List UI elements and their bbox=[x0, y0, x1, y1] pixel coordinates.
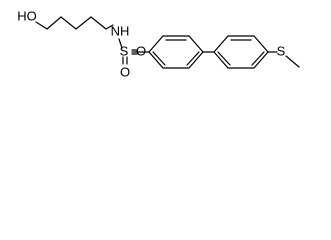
bond-c1-c2 bbox=[46, 16, 62, 30]
bond-c5-n bbox=[105, 24, 114, 30]
amine-label: NH bbox=[111, 23, 130, 38]
chemical-structure-canvas: HO NH S O O S bbox=[0, 0, 331, 100]
hydroxyl-label: HO bbox=[17, 8, 37, 23]
ring2-double-3 bbox=[217, 51, 231, 66]
sulfonyl-sulfur-label: S bbox=[120, 43, 129, 58]
molecule-diagram: HO NH S O O S bbox=[17, 8, 300, 79]
ring1-double-3 bbox=[152, 51, 166, 66]
bond-ho-c1 bbox=[35, 21, 48, 30]
bond-c4-c5 bbox=[90, 16, 107, 30]
bond-c3-c4 bbox=[75, 16, 92, 30]
bond-n-s bbox=[118, 38, 123, 49]
bond-c2-c3 bbox=[60, 16, 77, 30]
ring2-double-2 bbox=[251, 51, 265, 66]
benzene-ring-2 bbox=[213, 35, 269, 69]
thioether-sulfur-label: S bbox=[277, 43, 286, 58]
bond-s-methyl bbox=[285, 55, 300, 68]
sulfonyl-oxygen-top-label: O bbox=[136, 43, 146, 58]
benzene-ring-1 bbox=[148, 35, 204, 69]
ring1-double-2 bbox=[186, 51, 200, 66]
sulfonyl-oxygen-bottom-label: O bbox=[120, 64, 130, 79]
